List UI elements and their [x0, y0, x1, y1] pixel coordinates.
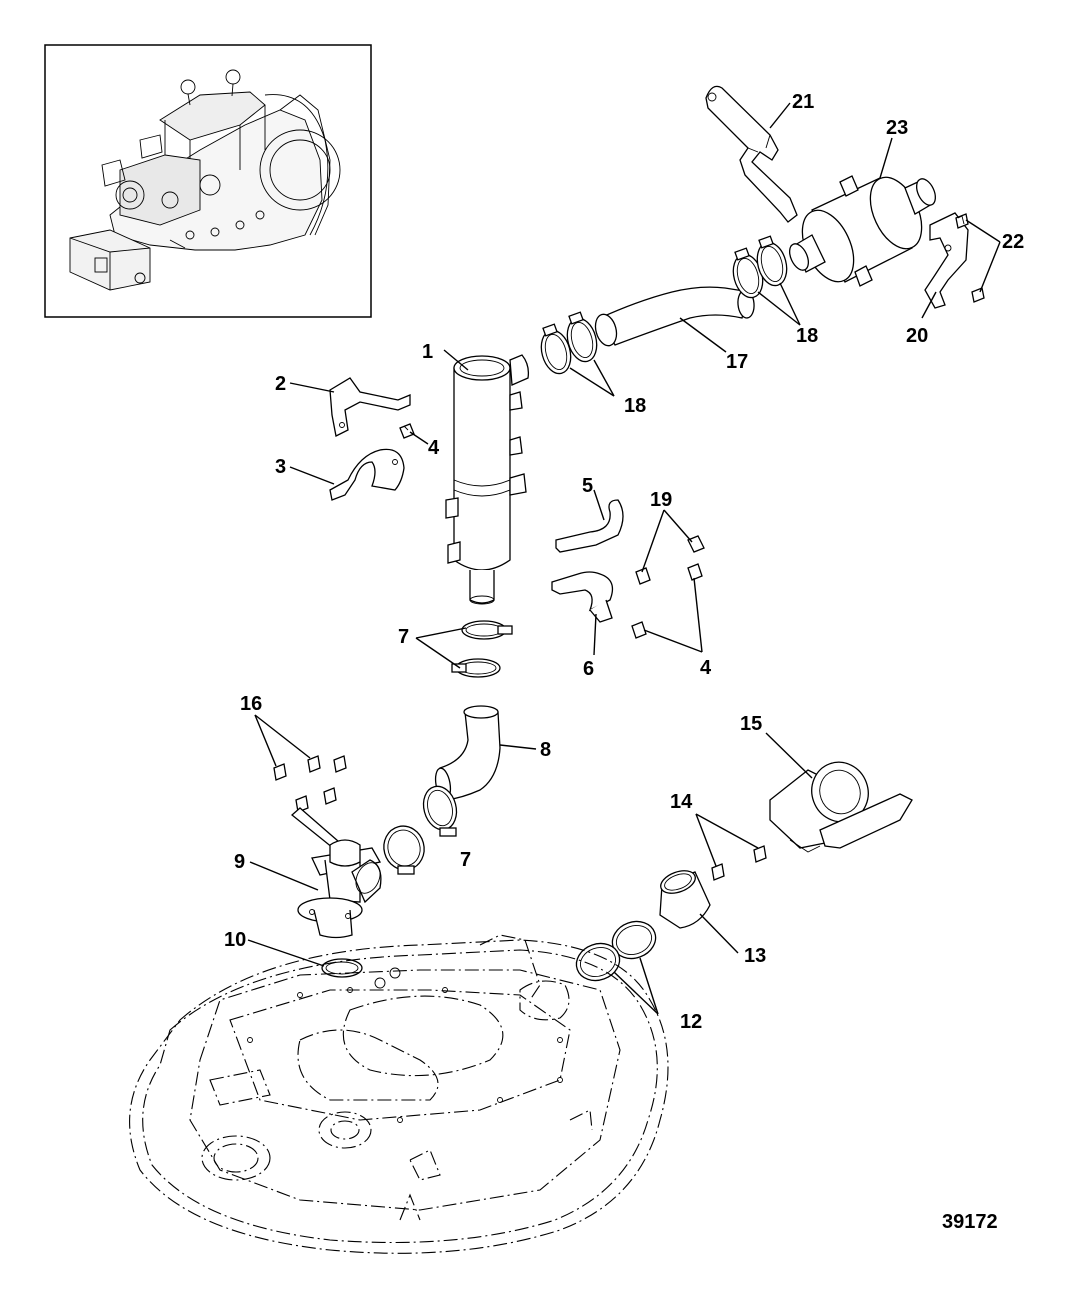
hose-clamp-part-18-upper-b — [756, 235, 788, 287]
bracket-part-20 — [924, 212, 969, 309]
bolts-part-16 — [273, 755, 347, 813]
bolt-part-19-a — [687, 535, 705, 553]
bolt-part-4-upper — [399, 423, 415, 439]
callout-20: 20 — [906, 325, 928, 347]
strainer-part-15 — [769, 761, 913, 853]
hose-clamp-part-18-upper-a — [732, 247, 764, 299]
strap-part-5 — [555, 499, 624, 553]
hose-part-17 — [594, 286, 755, 347]
callout-10: 10 — [224, 929, 246, 951]
valve-part-9 — [290, 807, 382, 939]
gasket-part-12-b — [575, 942, 621, 982]
elbow-part-13 — [659, 870, 711, 929]
callout-13: 13 — [744, 945, 766, 967]
callout-3: 3 — [275, 456, 286, 478]
callout-14: 14 — [670, 791, 693, 813]
bolt-part-22-lower — [971, 287, 985, 303]
callout-6: 6 — [583, 658, 594, 680]
gasket-part-12-a — [611, 920, 657, 960]
callout-1: 1 — [422, 341, 433, 363]
callout-4-upper: 4 — [428, 437, 440, 459]
bolts-part-14 — [711, 845, 767, 881]
callout-18-middle: 18 — [624, 395, 646, 417]
callout-7-lower: 7 — [460, 849, 471, 871]
callout-2: 2 — [275, 373, 286, 395]
leader-lines — [247, 102, 1001, 1015]
callout-labels: 1 2 3 4 4 5 6 7 7 8 9 10 12 13 14 15 16 … — [224, 91, 1024, 1033]
hose-clamp-part-18-middle-b — [566, 311, 598, 363]
callout-15: 15 — [740, 713, 762, 735]
callout-23: 23 — [886, 117, 908, 139]
bolt-part-22-upper — [955, 213, 969, 229]
bracket-part-21 — [705, 85, 798, 223]
elbow-hose-part-8 — [434, 705, 501, 801]
callout-4-lower: 4 — [700, 657, 712, 679]
bolt-part-4-lower-a — [687, 563, 703, 581]
transmission-housing-phantom — [129, 934, 669, 1254]
hose-clamp-part-7-lower-a — [422, 785, 458, 837]
cylinder-part-23 — [788, 175, 937, 287]
callout-22: 22 — [1002, 231, 1024, 253]
callout-16: 16 — [240, 693, 262, 715]
engine-locator-inset — [44, 44, 372, 318]
bracket-part-3 — [329, 448, 405, 501]
bolt-part-4-lower-b — [631, 621, 647, 639]
diagram-reference-number: 39172 — [942, 1211, 998, 1233]
callout-18-upper: 18 — [796, 325, 818, 347]
hose-clamp-part-7-upper-a — [461, 620, 513, 640]
strap-part-6 — [551, 571, 614, 623]
callout-8: 8 — [540, 739, 551, 761]
bracket-part-2 — [329, 377, 411, 437]
hose-clamp-part-18-middle-a — [540, 323, 572, 375]
callout-9: 9 — [234, 851, 245, 873]
callout-7-upper: 7 — [398, 626, 409, 648]
callout-21: 21 — [792, 91, 814, 113]
hose-clamp-part-7-lower-b — [383, 825, 425, 875]
callout-19: 19 — [650, 489, 672, 511]
heat-exchanger-part-1 — [445, 354, 530, 605]
callout-12: 12 — [680, 1011, 702, 1033]
callout-5: 5 — [582, 475, 593, 497]
callout-17: 17 — [726, 351, 748, 373]
